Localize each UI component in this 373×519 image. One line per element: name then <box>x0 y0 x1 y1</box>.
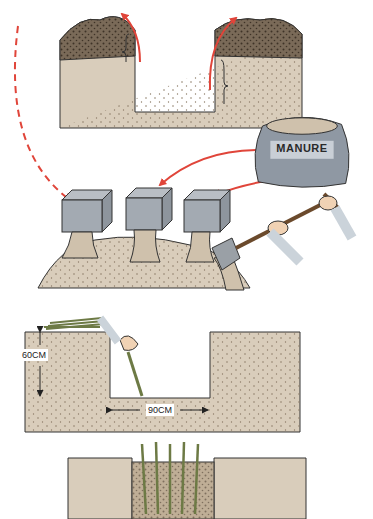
sack-label: MANURE <box>250 142 354 154</box>
dimension-label: 60CM <box>20 349 48 361</box>
dimension-label: 90CM <box>146 404 174 416</box>
manure-sack: MANURE <box>250 108 354 190</box>
